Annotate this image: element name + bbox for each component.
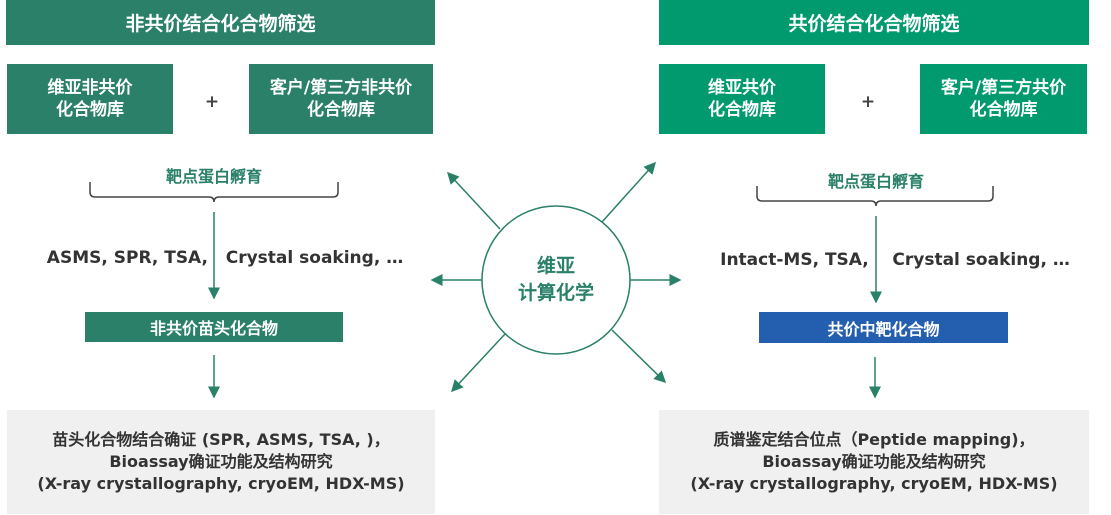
right-hit-compounds: 共价中靶化合物: [759, 312, 1008, 343]
left-title: 非共价结合化合物筛选: [6, 0, 435, 45]
center-line-1: 维亚: [536, 255, 575, 277]
left-brace: [89, 182, 339, 203]
left-hit-compounds: 非共价苗头化合物: [85, 312, 343, 342]
right-methods: Intact-MS, TSA, Crystal soaking, …: [720, 250, 1070, 270]
right-brace: [756, 186, 994, 207]
center-label: 维亚 计算化学: [486, 248, 626, 312]
left-incubation: 靶点蛋白孵育: [165, 167, 262, 186]
left-plus: +: [204, 92, 220, 112]
center-line-2: 计算化学: [517, 282, 594, 304]
left-library-2: 客户/第三方非共价 化合物库: [249, 64, 433, 134]
left-methods: ASMS, SPR, TSA, Crystal soaking, …: [46, 248, 404, 268]
right-library-1: 维亚共价 化合物库: [659, 64, 825, 134]
right-incubation: 靶点蛋白孵育: [827, 172, 924, 191]
right-followup: 质谱鉴定结合位点（Peptide mapping)， Bioassay确证功能及…: [659, 410, 1089, 514]
left-library-1: 维亚非共价 化合物库: [7, 64, 173, 134]
right-plus: +: [860, 92, 876, 112]
left-followup: 苗头化合物结合确证 (SPR, ASMS, TSA, )， Bioassay确证…: [7, 410, 435, 514]
right-library-2: 客户/第三方共价 化合物库: [920, 64, 1087, 134]
right-title: 共价结合化合物筛选: [659, 0, 1089, 45]
